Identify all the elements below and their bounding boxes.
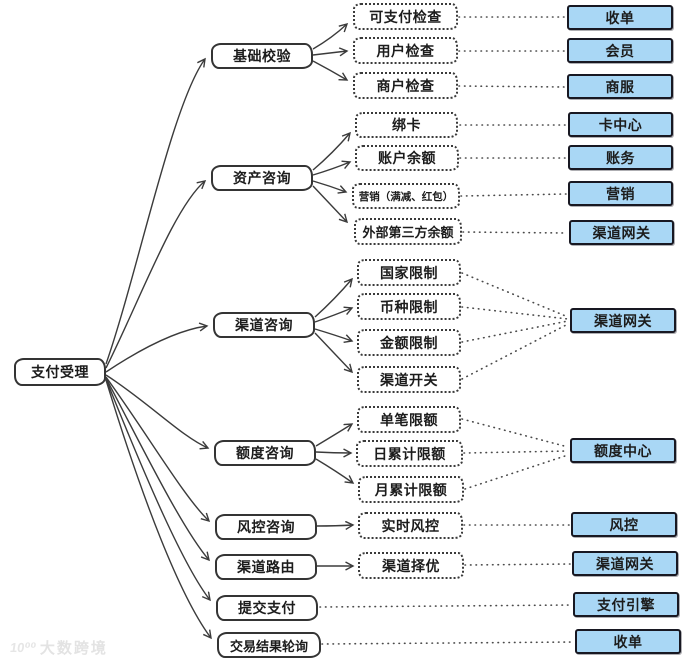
stage-submit-payment: 提交支付 xyxy=(216,595,318,621)
watermark-label: 大数跨境 xyxy=(39,640,108,657)
stage-quota-inquiry: 额度咨询 xyxy=(214,440,316,466)
check-account-balance: 账户余额 xyxy=(355,145,459,171)
root-fanout-arrows xyxy=(105,59,211,638)
check-channel-switch: 渠道开关 xyxy=(357,366,461,393)
check-single-transaction-limit: 单笔限额 xyxy=(357,406,461,433)
system-acquiring: 收单 xyxy=(567,5,673,30)
stage-transaction-result-polling: 交易结果轮询 xyxy=(217,632,321,658)
check-country-limit: 国家限制 xyxy=(357,259,461,286)
system-payment-engine: 支付引擎 xyxy=(573,592,679,617)
system-acquiring-2: 收单 xyxy=(575,629,681,654)
check-user-check: 用户检查 xyxy=(353,37,458,64)
check-external-third-party-balance: 外部第三方余额 xyxy=(354,218,462,245)
system-membership: 会员 xyxy=(567,38,673,63)
node-payment-acceptance: 支付受理 xyxy=(14,358,106,386)
system-channel-gateway-1: 渠道网关 xyxy=(569,220,674,245)
check-marketing-discount-redpacket: 营销（满减、红包） xyxy=(352,183,460,209)
system-merchant-service: 商服 xyxy=(567,74,673,99)
check-channel-selection: 渠道择优 xyxy=(358,552,464,579)
system-channel-gateway-2: 渠道网关 xyxy=(570,308,676,333)
system-card-center: 卡中心 xyxy=(568,112,673,137)
watermark-logo-icon: 10⁰⁰ xyxy=(9,639,37,655)
check-merchant-check: 商户检查 xyxy=(353,72,458,99)
stage-basic-verification: 基础校验 xyxy=(211,43,313,69)
stage-channel-inquiry: 渠道咨询 xyxy=(213,312,315,338)
check-system-dotted-lines xyxy=(319,16,574,645)
check-payable-check: 可支付检查 xyxy=(353,3,458,30)
stage-asset-inquiry: 资产咨询 xyxy=(211,165,313,191)
check-card-binding: 绑卡 xyxy=(355,112,458,138)
system-marketing: 营销 xyxy=(568,181,673,206)
check-monthly-cumulative-limit: 月累计限额 xyxy=(358,476,464,503)
watermark: 10⁰⁰ 大数跨境 xyxy=(9,637,108,658)
system-risk-control: 风控 xyxy=(571,512,677,537)
check-amount-limit: 金额限制 xyxy=(357,329,461,356)
system-channel-gateway-3: 渠道网关 xyxy=(572,551,678,576)
system-quota-center: 额度中心 xyxy=(570,438,676,463)
stage-channel-routing: 渠道路由 xyxy=(215,554,317,580)
system-accounting: 账务 xyxy=(568,145,673,170)
stage-check-arrows xyxy=(312,24,353,566)
check-realtime-risk: 实时风控 xyxy=(358,512,463,539)
check-currency-limit: 币种限制 xyxy=(357,293,461,320)
check-daily-cumulative-limit: 日累计限额 xyxy=(356,440,463,467)
stage-risk-inquiry: 风控咨询 xyxy=(215,514,317,540)
